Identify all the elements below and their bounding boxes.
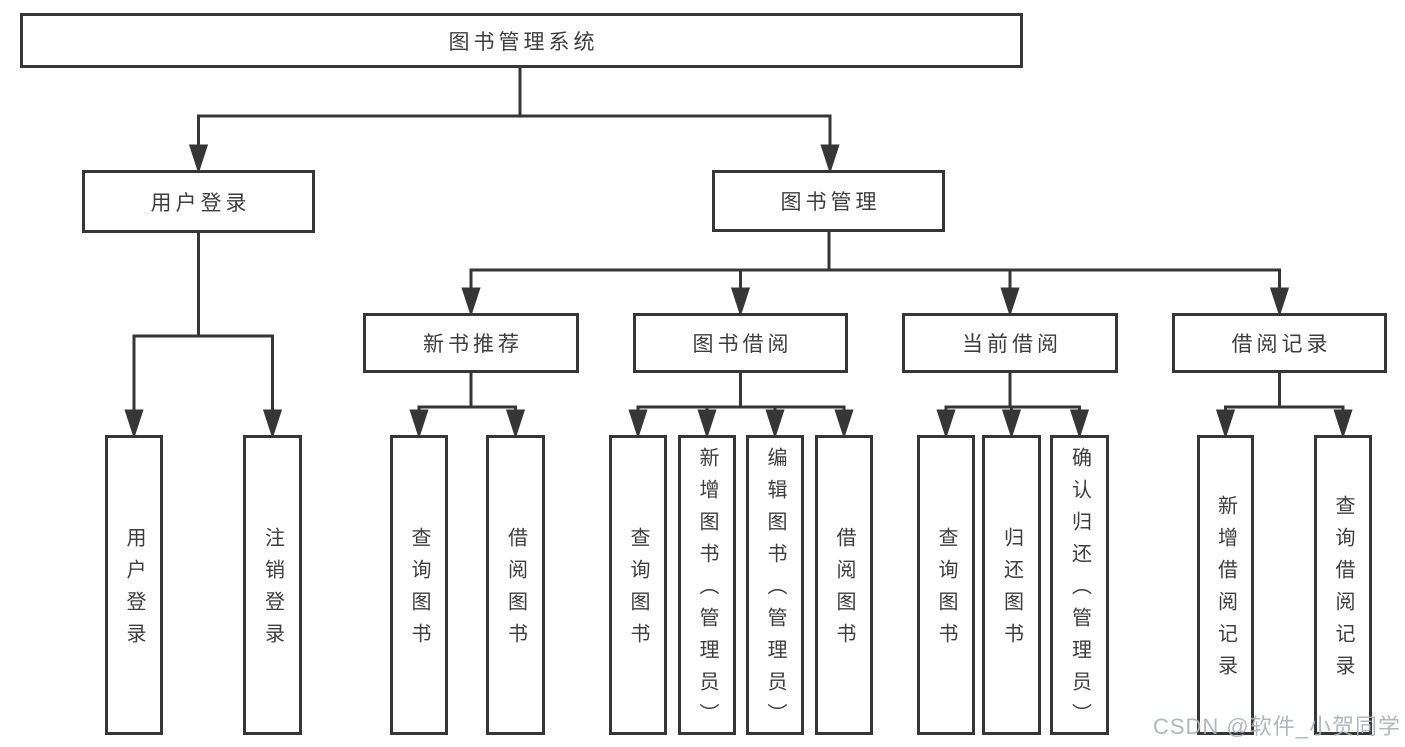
node-borrowing-records-label: 借阅记录 bbox=[1231, 333, 1332, 356]
node-book-borrowing-label: 图书借阅 bbox=[692, 333, 793, 356]
arrowhead bbox=[461, 287, 481, 317]
arrowhead bbox=[505, 409, 526, 439]
node-leaf-query-books-3: 查询图书 bbox=[917, 435, 975, 735]
node-leaf-return-books-label: 归还图书 bbox=[1000, 527, 1023, 655]
node-leaf-borrow-books-2-label: 借阅图书 bbox=[833, 527, 855, 655]
connector-root-to-level2 bbox=[188, 68, 840, 174]
arrowhead bbox=[697, 409, 717, 439]
node-leaf-query-books-1-label: 查询图书 bbox=[408, 527, 430, 655]
connector-current-borrowing-to-leaves bbox=[936, 373, 1090, 439]
node-leaf-return-books: 归还图书 bbox=[982, 435, 1041, 735]
connector-borrowing-records-to-leaves bbox=[1215, 373, 1353, 439]
node-leaf-query-borrow-record-label: 查询借阅记录 bbox=[1332, 495, 1354, 687]
node-new-book-recommend-label: 新书推荐 bbox=[423, 333, 523, 356]
arrowhead bbox=[262, 409, 283, 439]
node-leaf-borrow-books-2: 借阅图书 bbox=[815, 435, 873, 735]
connector-book-borrowing-to-leaves bbox=[628, 373, 854, 439]
arrowhead bbox=[1333, 409, 1353, 439]
node-leaf-add-books-admin: 新增图书（管理员） bbox=[678, 435, 736, 735]
node-leaf-query-books-3-label: 查询图书 bbox=[935, 527, 957, 655]
arrowhead bbox=[765, 409, 785, 439]
node-book-borrowing: 图书借阅 bbox=[633, 313, 848, 373]
node-new-book-recommend: 新书推荐 bbox=[363, 313, 579, 373]
node-book-management-label: 图书管理 bbox=[780, 191, 881, 214]
arrowhead bbox=[1269, 287, 1290, 317]
node-leaf-add-books-admin-label: 新增图书（管理员） bbox=[696, 447, 718, 735]
node-library-management-system: 图书管理系统 bbox=[20, 13, 1023, 68]
arrowhead bbox=[1000, 287, 1020, 317]
node-leaf-borrow-books-1: 借阅图书 bbox=[486, 435, 545, 735]
arrowhead bbox=[834, 409, 854, 439]
arrowhead bbox=[936, 409, 956, 439]
connector-new-book-recommend-to-leaves bbox=[409, 373, 526, 439]
arrowhead bbox=[188, 144, 209, 174]
arrowhead bbox=[409, 409, 429, 439]
node-leaf-edit-books-admin-label: 编辑图书（管理员） bbox=[764, 447, 786, 735]
arrowhead bbox=[820, 144, 840, 174]
node-current-borrowing-label: 当前借阅 bbox=[962, 333, 1062, 356]
connector-user-login-to-leaves bbox=[124, 233, 283, 439]
node-user-login: 用户登录 bbox=[82, 170, 315, 233]
csdn-watermark: CSDN @软件_小贺同学 bbox=[1152, 714, 1401, 739]
node-leaf-confirm-return-admin: 确认归还（管理员） bbox=[1050, 435, 1109, 735]
node-book-management: 图书管理 bbox=[712, 170, 945, 232]
node-leaf-query-books-2: 查询图书 bbox=[609, 435, 667, 735]
node-leaf-user-login: 用户登录 bbox=[105, 435, 163, 735]
node-leaf-user-login-label: 用户登录 bbox=[123, 527, 145, 655]
node-leaf-logout: 注销登录 bbox=[243, 435, 302, 735]
node-borrowing-records: 借阅记录 bbox=[1172, 313, 1387, 373]
arrowhead bbox=[1001, 409, 1022, 439]
node-leaf-confirm-return-admin-label: 确认归还（管理员） bbox=[1068, 447, 1091, 735]
arrowhead bbox=[124, 409, 144, 439]
arrowhead bbox=[1215, 409, 1236, 439]
arrowhead bbox=[1069, 409, 1090, 439]
node-leaf-borrow-books-1-label: 借阅图书 bbox=[504, 527, 527, 655]
connector-book-management-to-level3 bbox=[461, 232, 1290, 317]
node-current-borrowing: 当前借阅 bbox=[902, 313, 1118, 373]
node-leaf-query-borrow-record: 查询借阅记录 bbox=[1314, 435, 1372, 735]
node-library-management-system-label: 图书管理系统 bbox=[448, 30, 599, 54]
node-user-login-label: 用户登录 bbox=[150, 191, 251, 215]
node-leaf-edit-books-admin: 编辑图书（管理员） bbox=[746, 435, 804, 735]
node-leaf-query-books-2-label: 查询图书 bbox=[627, 527, 649, 655]
node-leaf-add-borrow-record-label: 新增借阅记录 bbox=[1214, 495, 1237, 687]
node-leaf-query-books-1: 查询图书 bbox=[390, 435, 448, 735]
node-leaf-logout-label: 注销登录 bbox=[261, 527, 284, 655]
arrowhead bbox=[730, 287, 751, 317]
arrowhead bbox=[628, 409, 648, 439]
node-leaf-add-borrow-record: 新增借阅记录 bbox=[1197, 435, 1254, 735]
